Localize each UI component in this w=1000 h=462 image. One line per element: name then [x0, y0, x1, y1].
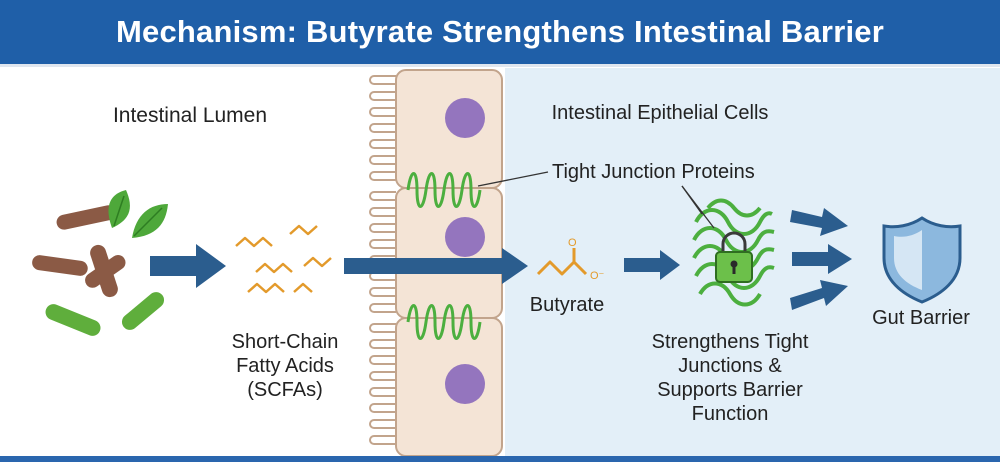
butyrate-label: Butyrate [529, 294, 605, 316]
lumen-label: Intestinal Lumen [112, 104, 268, 127]
arrow-junction-to-barrier-mid [792, 244, 852, 274]
arrow-icon [150, 208, 852, 310]
leaf-icon [108, 190, 168, 238]
scfa-label-line-3: (SCFAs) [247, 379, 323, 401]
shield-icon [882, 216, 962, 304]
tight-junction-bundle [692, 198, 775, 307]
effect-label-line-2: Junctions & [678, 355, 782, 377]
cell-nucleus [445, 364, 485, 404]
scfa-label: Short-Chain Fatty Acids (SCFAs) [210, 330, 360, 402]
bottom-border [0, 456, 1000, 462]
epithelial-cell [395, 187, 503, 319]
epithelial-cells [369, 69, 503, 457]
gut-barrier-label: Gut Barrier [872, 307, 970, 329]
cell-nucleus [445, 98, 485, 138]
page-title: Mechanism: Butyrate Strengthens Intestin… [116, 14, 884, 49]
scfa-label-line-2: Fatty Acids [236, 355, 334, 377]
arrow-junction-to-barrier-top [790, 208, 848, 236]
effect-label: Strengthens Tight Junctions & Supports B… [630, 330, 830, 426]
arrow-junction-to-barrier-bottom [790, 280, 848, 310]
title-divider [0, 64, 1000, 67]
molecule-icon [235, 224, 332, 294]
tight-junction-coil [406, 304, 482, 340]
svg-text:O⁻: O⁻ [590, 270, 605, 282]
effect-label-line-1: Strengthens Tight [651, 331, 809, 353]
cell-nucleus [445, 217, 485, 257]
tight-junction-coil [406, 172, 482, 208]
arrow-butyrate-to-junction [624, 250, 680, 280]
svg-text:O: O [568, 237, 577, 249]
tight-junction-proteins-label: Tight Junction Proteins [552, 161, 755, 183]
title-bar: Mechanism: Butyrate Strengthens Intestin… [0, 0, 1000, 64]
scfa-label-line-1: Short-Chain [231, 331, 339, 353]
effect-label-line-3: Supports Barrier [657, 379, 803, 401]
effect-label-line-4: Function [691, 403, 769, 425]
bacteria-icon [32, 205, 165, 336]
arrow-bacteria-to-scfa [150, 244, 226, 288]
arrow-scfa-to-butyrate [344, 248, 528, 284]
microvilli [369, 75, 396, 445]
tight-junction-leader [477, 171, 715, 229]
epithelium-label: Intestinal Epithelial Cells [551, 102, 769, 124]
butyrate-molecule-icon: O⁻ O [536, 237, 605, 282]
padlock-icon [715, 231, 753, 283]
